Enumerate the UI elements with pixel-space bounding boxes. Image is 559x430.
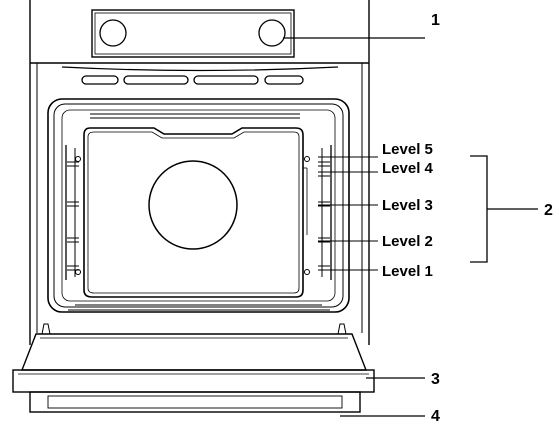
level-5-label: Level 5 [382,141,433,158]
fan-cover [148,160,238,250]
shelf-racks [65,145,332,280]
control-panel [91,9,295,58]
leader-lines [283,37,538,417]
left-control-knob-icon[interactable] [99,19,127,47]
level-2-label: Level 2 [382,233,433,250]
vent-slots [61,66,339,85]
bottom-drawer[interactable] [29,391,361,413]
right-control-knob-icon[interactable] [258,19,286,47]
callout-4-label: 4 [431,408,440,425]
callout-1-label: 1 [431,12,440,29]
oven-door[interactable] [12,333,375,393]
callout-3-label: 3 [431,371,440,388]
level-3-label: Level 3 [382,197,433,214]
level-1-label: Level 1 [382,263,433,280]
oven-cabinet [29,0,370,345]
callout-2-label: 2 [544,202,553,219]
door-hinges [41,323,347,335]
oven-cavity [47,98,350,313]
level-4-label: Level 4 [382,160,434,177]
